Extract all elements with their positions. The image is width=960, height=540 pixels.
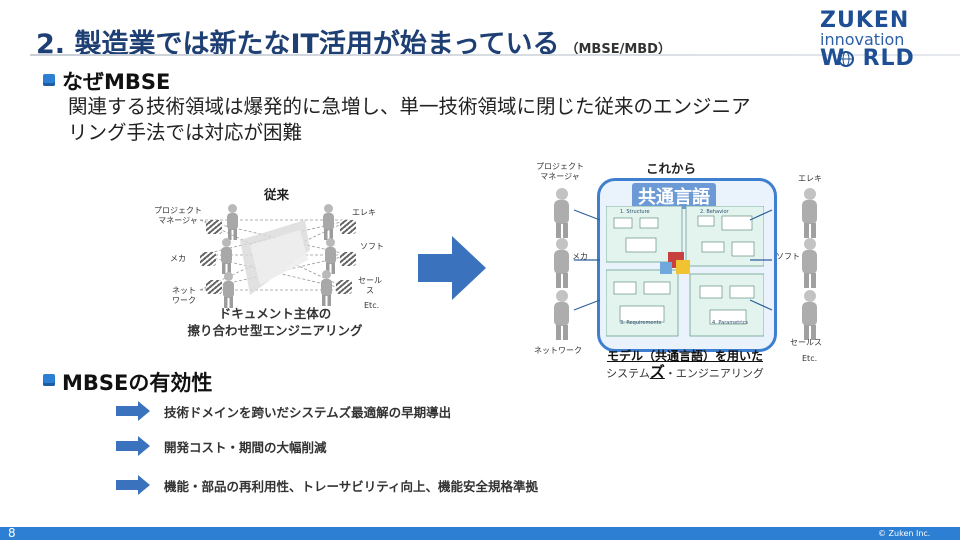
logo-line2: innovation	[820, 30, 905, 49]
document-stack-icon	[200, 252, 216, 266]
document-stack-icon	[340, 252, 356, 266]
conventional-figure: 従来 プロジェクト マネージャ メカ ネット ワーク エレキ ソフト セール ス…	[150, 180, 400, 340]
why-body-line1: 関連する技術領域は爆発的に急増し、単一技術領域に閉じた従来のエンジニア	[68, 95, 751, 118]
logo-line3-text: W RLD	[820, 46, 915, 71]
future-caption-line2-a: システム	[606, 367, 650, 380]
future-label-sales: セールス	[790, 338, 822, 347]
person-software-icon	[322, 238, 338, 274]
arrow-right-icon	[116, 475, 150, 495]
diagram-label-parametrics: 4. Parametrics	[712, 320, 749, 326]
diagram-label-requirements: 3. Requirements	[620, 320, 662, 326]
benefit-text-1: 技術ドメインを跨いだシステムズ最適解の早期導出	[164, 405, 452, 420]
label-pm: プロジェクト マネージャ	[154, 206, 202, 225]
person-electric-icon	[320, 204, 336, 240]
future-label-mecha: メカ	[572, 252, 588, 261]
label-network: ネット ワーク	[172, 286, 196, 305]
future-label-electric: エレキ	[798, 174, 822, 183]
benefit-text-3: 機能・部品の再利用性、トレーサビリティ向上、機能安全規格準拠	[164, 479, 539, 494]
arrow-right-icon	[116, 401, 150, 421]
page-number: 8	[8, 526, 16, 540]
future-label-software: ソフト	[776, 252, 800, 261]
conventional-caption-line1: ドキュメント主体の	[218, 306, 332, 321]
common-language-title: 共通言語	[632, 183, 716, 209]
globe-icon	[838, 51, 854, 67]
future-title: これから	[646, 161, 697, 176]
arrow-right-icon	[116, 436, 150, 456]
document-exchange-lines	[199, 219, 351, 295]
label-etc: Etc.	[364, 301, 380, 310]
label-electric: エレキ	[352, 208, 376, 217]
person-pm-icon	[224, 204, 240, 240]
bullet-square-icon	[43, 74, 55, 86]
future-caption: モデル（共通言語）を用いた システムズ・エンジニアリング	[590, 348, 780, 382]
future-caption-line1: モデル（共通言語）を用いた	[606, 349, 763, 363]
person-software-icon	[798, 238, 820, 288]
pointing-lines	[573, 209, 773, 311]
document-stack-icon	[206, 220, 222, 234]
conventional-title: 従来	[264, 187, 290, 202]
section-heading-why: なぜMBSE	[62, 70, 171, 94]
sysml-diagrams	[606, 206, 764, 337]
title-subtitle: （MBSE/MBD）	[565, 42, 671, 57]
person-network-icon	[550, 290, 572, 340]
person-mecha-icon	[550, 238, 572, 288]
person-electric-icon	[798, 188, 820, 238]
title-divider	[30, 54, 960, 56]
transition-arrow-icon	[418, 236, 486, 300]
person-network-icon	[220, 272, 236, 308]
document-stack-icon	[336, 280, 352, 294]
footer-bar	[0, 527, 960, 540]
copyright: © Zuken Inc.	[878, 529, 931, 538]
conventional-caption: ドキュメント主体の 擦り合わせ型エンジニアリング	[170, 305, 380, 339]
label-mecha: メカ	[170, 254, 186, 263]
future-caption-line2-b: ズ	[649, 363, 665, 381]
person-pm-icon	[550, 188, 572, 238]
logo-line1: ZUKEN	[820, 8, 910, 33]
person-sales-icon	[798, 290, 820, 340]
person-mecha-icon	[218, 238, 234, 274]
benefit-text-2: 開発コスト・期間の大幅削減	[164, 440, 327, 455]
future-label-etc: Etc.	[802, 354, 818, 363]
bullet-square-icon	[43, 374, 55, 386]
future-label-pm: プロジェクト マネージャ	[536, 162, 584, 181]
diagram-label-structure: 1. Structure	[620, 209, 650, 215]
diagram-label-behavior: 2. Behavior	[700, 209, 729, 215]
future-caption-line2: システムズ・エンジニアリング	[590, 364, 780, 382]
logo-line3: W RLD	[820, 48, 915, 70]
document-stack-icon	[206, 280, 222, 294]
future-caption-line2-c: ・エンジニアリング	[664, 367, 764, 380]
why-body: 関連する技術領域は爆発的に急増し、単一技術領域に閉じた従来のエンジニア リング手…	[68, 94, 948, 146]
label-software: ソフト	[360, 242, 384, 251]
person-sales-icon	[318, 270, 334, 306]
zuken-logo: ZUKEN innovation W RLD	[820, 10, 915, 70]
section-heading-effect: MBSEの有効性	[62, 371, 213, 395]
conventional-caption-line2: 擦り合わせ型エンジニアリング	[187, 323, 363, 338]
future-label-network: ネットワーク	[534, 346, 582, 355]
why-body-line2: リング手法では対応が困難	[68, 121, 303, 144]
label-sales: セール ス	[358, 276, 382, 295]
document-stack-icon	[340, 220, 356, 234]
